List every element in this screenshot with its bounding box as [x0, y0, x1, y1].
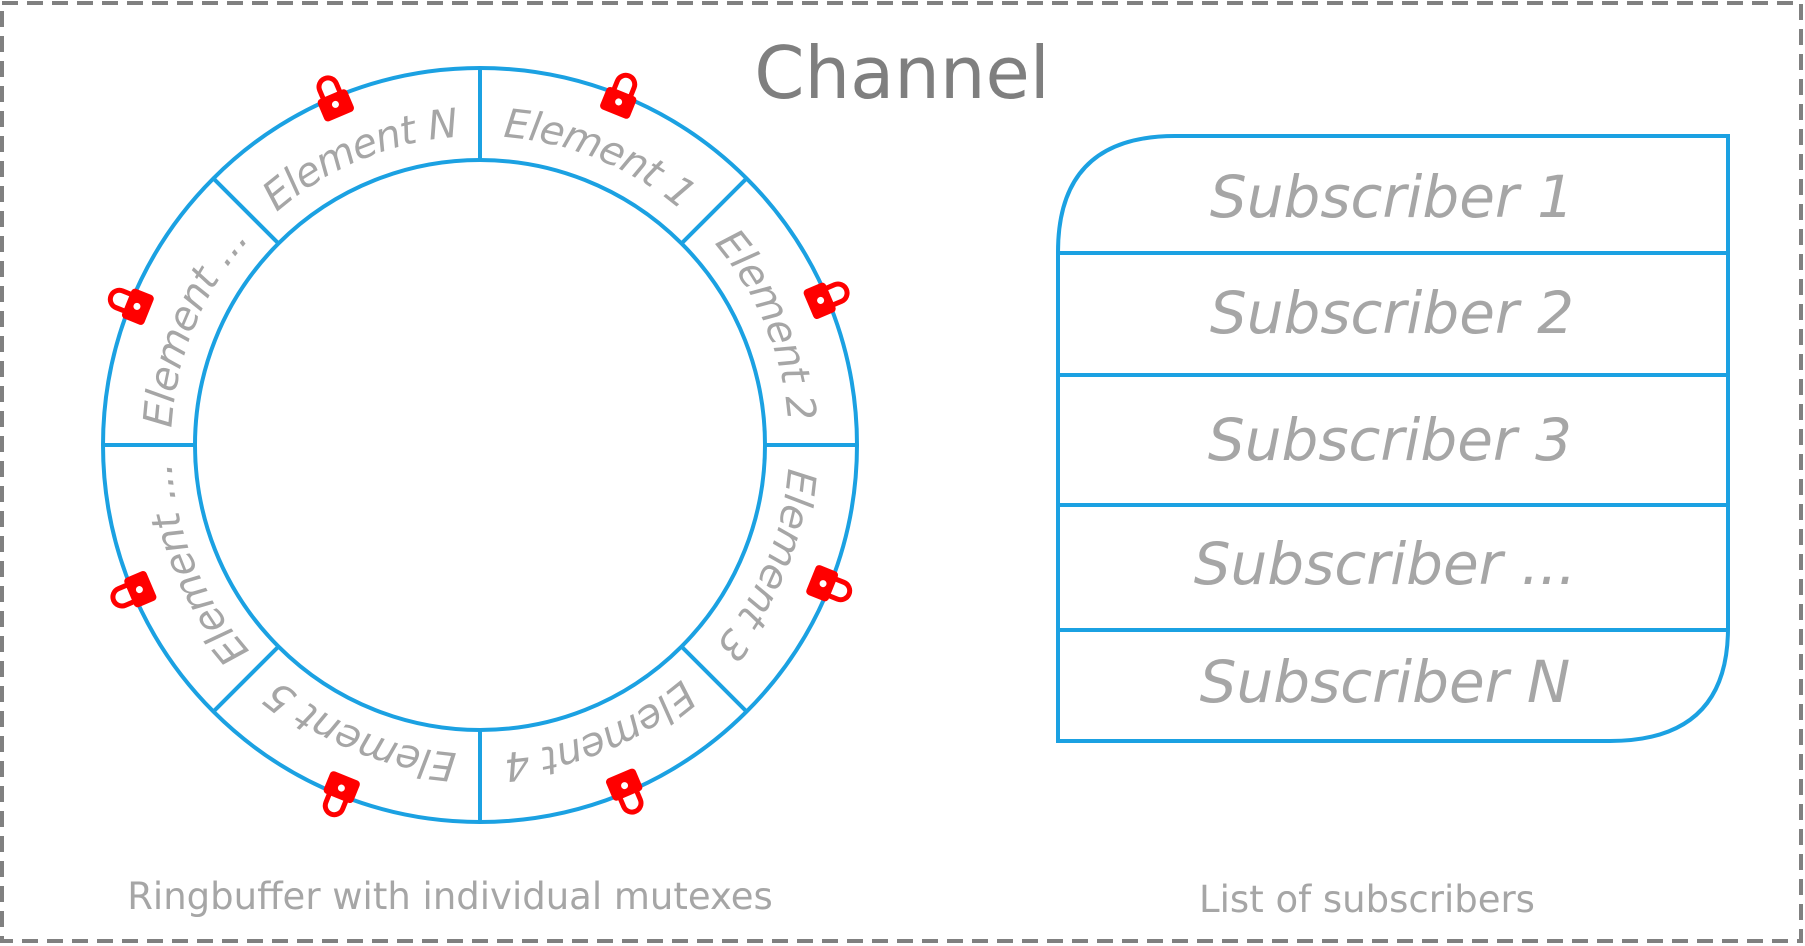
padlock-icon: [322, 771, 360, 818]
padlock-keyhole: [621, 782, 629, 790]
subscriber-item-label: Subscriber ...: [1194, 530, 1577, 598]
padlock-shackle: [110, 581, 138, 609]
ring-locks: [107, 72, 853, 818]
padlock-keyhole: [331, 100, 339, 108]
ring-segment-text: Element ...: [136, 461, 258, 674]
ringbuffer-caption: Ringbuffer with individual mutexes: [127, 875, 773, 918]
ring-inner-circle: [193, 158, 767, 732]
ring-segment-label: Element ...: [136, 461, 258, 674]
channel-title: Channel: [754, 31, 1050, 115]
ring-segment-label: Element N: [254, 101, 460, 220]
ring-segment-label: Element ...: [135, 215, 257, 429]
padlock-keyhole: [135, 586, 143, 594]
ring-segment-label: Element 2: [707, 221, 825, 423]
ring-divider: [212, 177, 280, 245]
padlock-shackle: [822, 281, 850, 309]
ring-segment-text: Element N: [254, 101, 460, 220]
ring-segment-label: Element 4: [502, 672, 704, 790]
subscriber-item-label: Subscriber 1: [1210, 163, 1574, 231]
ring-segment-text: Element 5: [256, 672, 458, 790]
ring-segment-text: Element ...: [135, 215, 257, 429]
padlock-icon: [316, 75, 354, 122]
padlock-shackle: [825, 575, 853, 603]
padlock-shackle: [616, 787, 644, 815]
padlock-keyhole: [817, 296, 825, 304]
padlock-keyhole: [819, 580, 827, 588]
padlock-icon: [110, 571, 157, 609]
ring-divider: [212, 645, 280, 713]
ring-divider: [680, 645, 748, 713]
padlock-keyhole: [615, 98, 623, 106]
subscriber-item-label: Subscriber N: [1200, 648, 1571, 716]
ring-segment-text: Element 4: [502, 672, 704, 790]
padlock-icon: [600, 72, 638, 119]
padlock-shackle: [322, 790, 350, 818]
ring-segment-text: Element 1: [502, 101, 704, 219]
padlock-shackle: [610, 72, 638, 100]
padlock-shackle: [316, 75, 344, 103]
ring-segment-label: Element 5: [256, 672, 458, 790]
ring-segment-label: Element 1: [502, 101, 704, 219]
subscriber-item-label: Subscriber 2: [1210, 279, 1574, 347]
padlock-icon: [803, 281, 850, 319]
ring-segment-text: Element 2: [707, 221, 825, 423]
subscriber-item-label: Subscriber 3: [1208, 406, 1572, 474]
ring-segment-label: Element 3: [707, 467, 825, 669]
padlock-icon: [107, 287, 154, 325]
subscriber-list: Subscriber 1 Subscriber 2 Subscriber 3 S…: [1056, 134, 1730, 743]
padlock-icon: [806, 565, 853, 603]
ring-divider: [680, 177, 748, 245]
ring-segment-text: Element 3: [707, 467, 825, 669]
padlock-icon: [606, 768, 644, 815]
subscribers-caption: List of subscribers: [1199, 878, 1535, 921]
padlock-keyhole: [133, 302, 141, 310]
padlock-shackle: [107, 287, 135, 315]
ring-dividers: [103, 68, 857, 822]
padlock-keyhole: [337, 784, 345, 792]
